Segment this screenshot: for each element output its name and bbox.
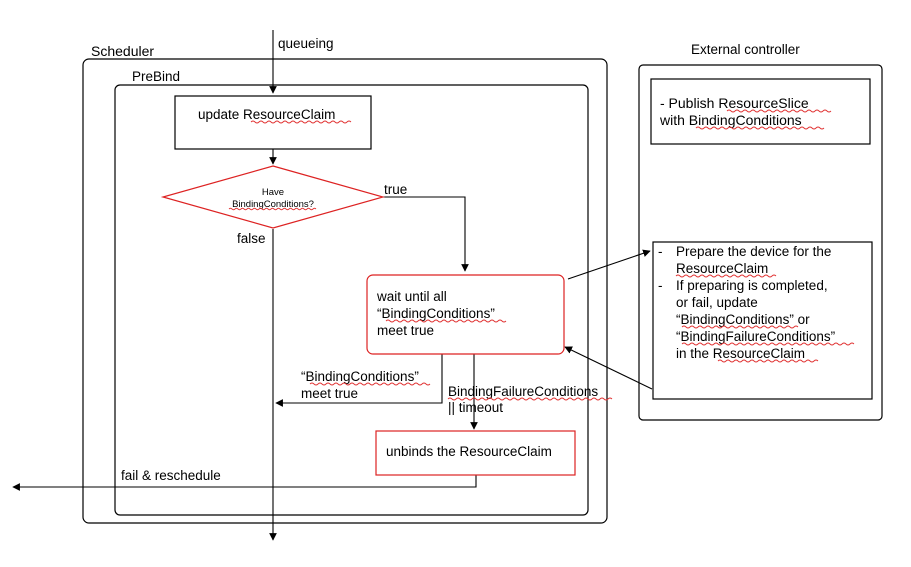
node-prepare-label-4: or fail, update: [676, 295, 758, 310]
edge-label-false: false: [237, 231, 266, 246]
wavy-conditions-met: [309, 382, 431, 386]
node-wait-label-1: wait until all: [376, 289, 447, 304]
node-decision-label-1: Have: [262, 187, 284, 198]
node-decision-label-2: BindingConditions?: [232, 199, 314, 210]
wavy-prepare-2: [681, 325, 799, 329]
node-prepare-label-6: “BindingFailureConditions”: [676, 329, 835, 344]
node-publish: [650, 78, 871, 145]
node-prepare: [652, 241, 873, 400]
edge-fail-reschedule: [12, 475, 477, 491]
node-unbind: [375, 430, 576, 476]
node-prepare-label-2: ResourceClaim: [676, 261, 768, 276]
edge-label-conditions-met-2: meet true: [301, 386, 358, 401]
node-wait-label-2: “BindingConditions”: [377, 306, 495, 321]
node-prepare-label-7: in the ResourceClaim: [676, 346, 805, 361]
prebind-label: PreBind: [132, 69, 180, 84]
node-publish-label-2: with BindingConditions: [659, 112, 802, 128]
external-controller-frame: [638, 64, 883, 421]
prebind-frame: [114, 84, 589, 516]
node-wait: [366, 274, 565, 355]
edge-label-failure-2: || timeout: [448, 400, 503, 415]
wavy-publish-1: [726, 109, 832, 113]
wavy-prepare-4: [717, 359, 819, 363]
node-wait-label-3: meet true: [377, 323, 434, 338]
wavy-prepare-1: [675, 274, 777, 278]
node-update-claim: [174, 95, 372, 150]
external-controller-label: External controller: [691, 42, 800, 57]
edge-label-fail-reschedule: fail & reschedule: [121, 468, 221, 483]
scheduler-frame: [82, 58, 608, 524]
wavy-prepare-3: [681, 342, 855, 346]
edge-label-conditions-met-1: “BindingConditions”: [301, 369, 419, 384]
edge-label-failure-1: BindingFailureConditions: [448, 384, 598, 399]
node-update-claim-label: update ResourceClaim: [198, 107, 335, 122]
node-unbind-label: unbinds the ResourceClaim: [386, 444, 552, 459]
node-prepare-label-1: Prepare the device for the: [676, 244, 831, 259]
edge-label-true: true: [384, 182, 407, 197]
node-decision: [160, 165, 386, 229]
node-prepare-bullet-1: -: [658, 244, 663, 259]
scheduler-label: Scheduler: [91, 43, 154, 59]
wavy-publish-2: [695, 126, 825, 130]
node-prepare-label-3: If preparing is completed,: [676, 278, 828, 293]
edge-label-queueing: queueing: [278, 36, 334, 51]
node-prepare-label-5: “BindingConditions” or: [676, 312, 810, 327]
node-prepare-bullet-2: -: [658, 278, 663, 293]
edge-true: [383, 196, 469, 272]
wavy-wait: [385, 319, 507, 323]
wavy-failure: [447, 397, 613, 401]
wavy-decision: [228, 207, 317, 211]
node-publish-label-1: - Publish ResourceSlice: [660, 95, 809, 111]
wavy-update-claim: [250, 120, 352, 124]
edge-controller-to-wait: [564, 346, 653, 390]
edge-wait-to-controller: [567, 249, 651, 280]
edge-conditions-met: [275, 354, 443, 407]
